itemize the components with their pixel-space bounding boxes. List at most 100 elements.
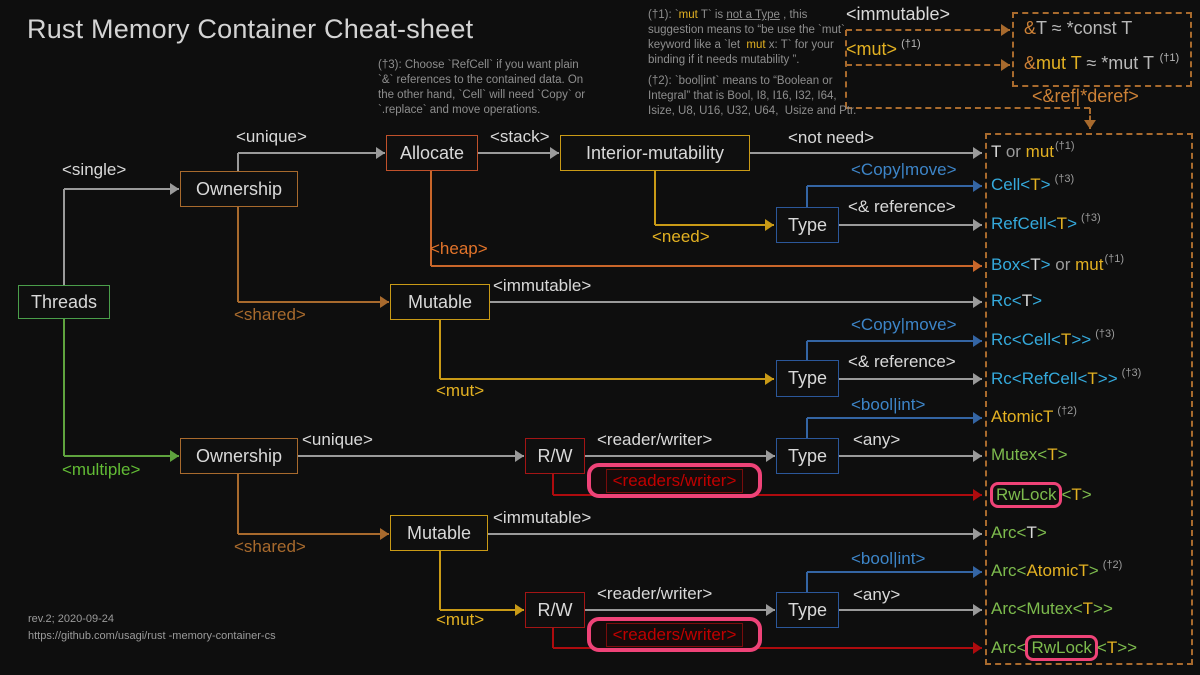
edge-line — [298, 455, 524, 457]
text-segment: T — [1030, 175, 1041, 194]
text-segment: mut — [1025, 142, 1054, 161]
edge-line — [845, 30, 847, 108]
text-segment: (†1) — [1159, 52, 1180, 64]
edge-line — [839, 378, 982, 380]
edge-line — [807, 417, 982, 419]
text-segment: Mutex< — [991, 445, 1048, 464]
text-segment: Rc< — [991, 291, 1022, 310]
text-segment: T — [1106, 638, 1118, 657]
footer: rev.2; 2020-09-24 https://github.com/usa… — [28, 611, 276, 645]
text-segment: T — [1060, 330, 1072, 349]
arrowhead — [515, 450, 524, 462]
text-segment: mut — [743, 39, 766, 51]
edge-line — [585, 455, 775, 457]
label-immutable-2: <immutable> — [493, 508, 592, 527]
label-shared-2: <shared> — [234, 537, 306, 556]
text-segment: `.replace` and move operations. — [378, 104, 541, 116]
node-type-4: Type — [776, 592, 839, 628]
note-t1-line-1: suggestion means to “be use the `mut` — [648, 23, 845, 38]
highlight-readers-writer-2: <readers/writer> — [587, 617, 762, 652]
edge-line — [1089, 108, 1091, 129]
text-segment: , this — [779, 9, 808, 21]
text-segment: binding if it needs mutability ”. — [648, 54, 800, 66]
edge-line — [839, 609, 982, 611]
arrowhead — [973, 604, 982, 616]
text-segment: T — [1082, 599, 1094, 618]
text-segment: (†1): ` — [648, 9, 679, 21]
result-row-1: Cell<T> (†3) — [991, 173, 1074, 197]
edge-line — [655, 224, 774, 226]
edge-line — [839, 224, 982, 226]
edge-line — [553, 494, 982, 496]
text-segment: > — [1040, 255, 1051, 274]
arrowhead — [973, 260, 982, 272]
arrowhead — [766, 450, 775, 462]
text-segment: Arc< — [991, 561, 1027, 580]
arrowhead — [973, 296, 982, 308]
arrowhead — [973, 528, 982, 540]
label-bool-int-2: <bool|int> — [851, 549, 926, 568]
text-segment: the other hand, `Cell` will need `Copy` … — [378, 89, 586, 101]
text-segment: & — [1024, 18, 1037, 38]
edge-line — [807, 340, 982, 342]
text-segment: mut — [1075, 255, 1104, 274]
result-row-12: Arc<Mutex<T>> — [991, 597, 1113, 621]
arrowhead — [550, 147, 559, 159]
edge-line — [846, 107, 1090, 109]
highlight-label-text: <readers/writer> — [605, 622, 744, 647]
text-segment: T — [1071, 485, 1082, 504]
edge-line — [64, 455, 179, 457]
note-t3-line-0: (†3): Choose `RefCell` if you want plain — [378, 58, 579, 73]
text-segment: < — [1061, 485, 1072, 504]
node-mutable-2: Mutable — [390, 515, 488, 551]
edge-line — [64, 188, 179, 190]
edge-line — [430, 171, 432, 266]
node-type-2: Type — [776, 360, 839, 397]
topright-refderef: <&ref|*deref> — [1032, 85, 1139, 107]
label-unique-1: <unique> — [236, 127, 307, 146]
text-segment: RwLock — [990, 482, 1063, 508]
result-row-11: Arc<AtomicT> (†2) — [991, 559, 1122, 583]
text-segment: T — [991, 142, 1006, 161]
text-segment: RefCell< — [991, 214, 1057, 233]
text-segment: T — [1087, 369, 1098, 388]
edge-line — [440, 378, 774, 380]
text-segment: (†1) — [898, 38, 921, 50]
edge-line — [488, 533, 982, 535]
text-segment: T — [1026, 523, 1037, 542]
text-segment: > — [1057, 445, 1068, 464]
deref-box — [1012, 12, 1192, 87]
text-segment: (†1) — [1104, 253, 1125, 266]
edge-line — [490, 301, 982, 303]
edge-line — [585, 609, 775, 611]
text-segment: Cell< — [991, 175, 1031, 194]
text-segment: Arc< — [991, 638, 1027, 657]
text-segment: (†3) — [1092, 328, 1115, 341]
result-row-13: Arc<RwLock<T>> — [991, 635, 1137, 661]
edge-line — [807, 185, 982, 187]
arrowhead — [765, 219, 774, 231]
edge-line — [807, 571, 982, 573]
text-segment: >> — [1071, 330, 1092, 349]
note-t1-line-0: (†1): `mut T` is not a Type , this — [648, 8, 807, 23]
label-any-2: <any> — [853, 585, 901, 604]
label-immutable-1: <immutable> — [493, 276, 592, 295]
text-segment: (†3): Choose `RefCell` if you want plain — [378, 59, 579, 71]
text-segment: or — [1005, 142, 1026, 161]
edge-line — [237, 153, 239, 171]
label-single: <single> — [62, 160, 127, 179]
text-segment: (†3) — [1051, 173, 1075, 186]
edge-line — [439, 551, 441, 610]
edge-line — [846, 29, 1010, 31]
text-segment: keyword like a `let — [648, 39, 744, 51]
edge-line — [806, 572, 808, 592]
note-t1-line-3: binding if it needs mutability ”. — [648, 53, 800, 68]
edge-line — [552, 474, 554, 495]
text-segment: `&` references to the contained data. On — [378, 74, 584, 86]
text-segment: Rc<Cell< — [991, 330, 1061, 349]
arrowhead — [973, 412, 982, 424]
label-copy-move-1: <Copy|move> — [851, 160, 957, 179]
highlight-readers-writer-1: <readers/writer> — [587, 463, 762, 498]
edge-line — [63, 319, 65, 456]
